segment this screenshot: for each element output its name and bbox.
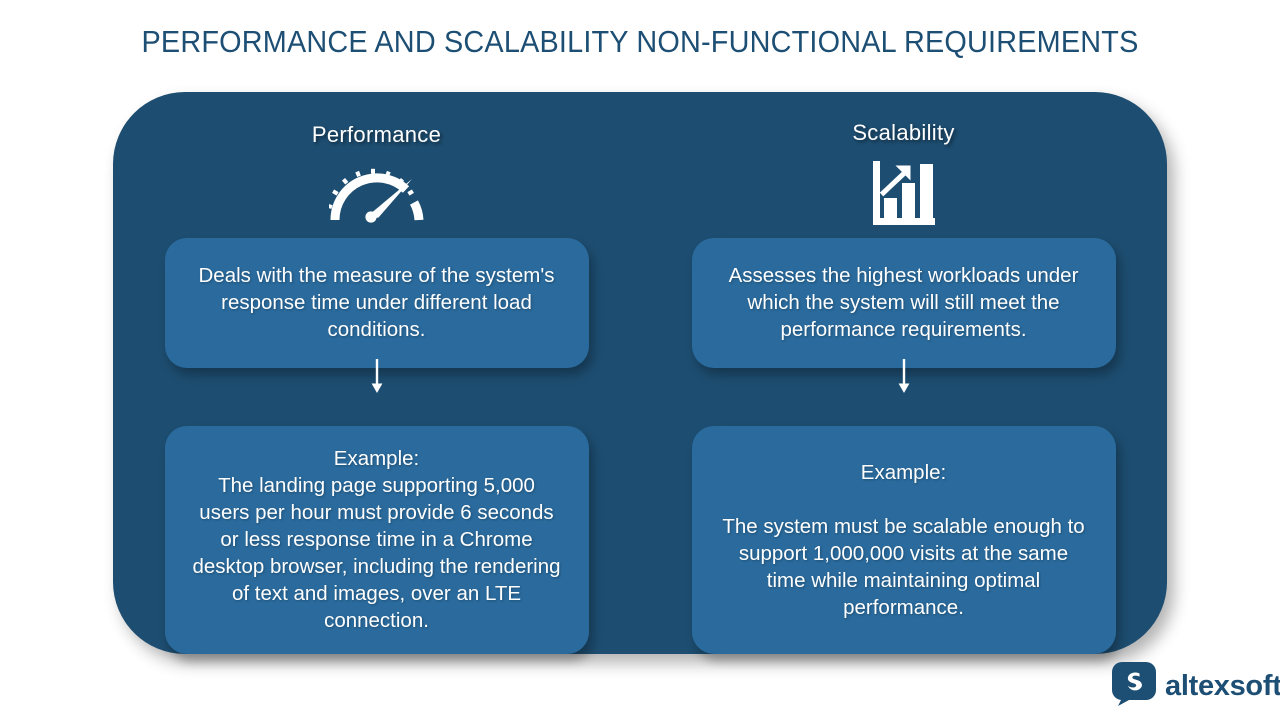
altexsoft-wordmark: altexsoft bbox=[1165, 670, 1280, 702]
speedometer-gauge-icon bbox=[325, 162, 425, 229]
card-scalability-example: Example: The system must be scalable eno… bbox=[691, 425, 1116, 654]
connector-performance bbox=[369, 359, 385, 400]
icon-wrap-scalability bbox=[872, 160, 935, 230]
column-header-performance: Performance bbox=[311, 122, 442, 147]
altexsoft-speech-bubble-icon bbox=[1112, 662, 1156, 711]
card-scalability-description: Assesses the highest workloads under whi… bbox=[691, 238, 1116, 368]
card-performance-description: Deals with the measure of the system's r… bbox=[164, 238, 589, 368]
connector-scalability bbox=[896, 359, 912, 400]
column-header-scalability: Scalability bbox=[852, 120, 955, 145]
scalability-example-text: Example: The system must be scalable eno… bbox=[722, 460, 1085, 619]
card-performance-example: Example: The landing page supporting 5,0… bbox=[164, 425, 589, 654]
altexsoft-logo: altexsoft bbox=[1112, 662, 1280, 711]
columns-container: Performance bbox=[113, 92, 1167, 654]
down-arrow-icon bbox=[369, 359, 385, 400]
page-title: PERFORMANCE AND SCALABILITY NON-FUNCTION… bbox=[141, 24, 1139, 59]
bar-chart-growth-icon bbox=[872, 160, 935, 230]
down-arrow-icon bbox=[896, 359, 912, 400]
scalability-description-text: Assesses the highest workloads under whi… bbox=[728, 264, 1079, 342]
icon-wrap-performance bbox=[325, 160, 425, 230]
column-scalability: Scalability bbox=[640, 92, 1167, 654]
performance-description-text: Deals with the measure of the system's r… bbox=[198, 264, 555, 342]
content-panel: Performance bbox=[113, 92, 1167, 654]
performance-example-text: Example: The landing page supporting 5,0… bbox=[192, 447, 561, 633]
column-performance: Performance bbox=[113, 92, 640, 654]
